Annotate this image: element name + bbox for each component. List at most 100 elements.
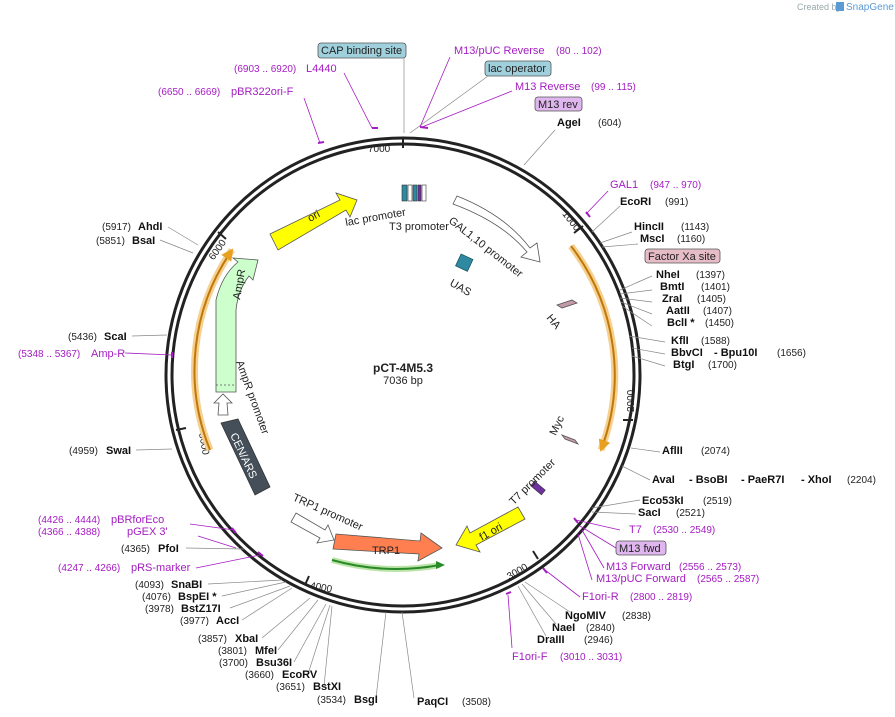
enzyme-eco53ki[interactable]: Eco53kI: [642, 495, 684, 507]
enzyme-avai[interactable]: AvaI: [652, 474, 675, 486]
primer-pbr322ori-f-pos: (6650 .. 6669): [158, 87, 220, 98]
enzyme-scai-pos: (5436): [68, 332, 97, 343]
boxed-m13-rev[interactable]: M13 rev: [534, 96, 583, 112]
enzyme-pfoi[interactable]: PfoI: [158, 543, 179, 555]
tick-3000: [532, 550, 539, 560]
enzyme-xhoi[interactable]: - XhoI: [801, 474, 832, 486]
enzyme-bsu36i[interactable]: Bsu36I: [256, 657, 292, 669]
enzyme-scai[interactable]: ScaI: [104, 331, 127, 343]
primer-gal1-pos: (947 .. 970): [650, 180, 701, 191]
enzyme-aflii[interactable]: AflII: [662, 445, 683, 457]
ampr-feature[interactable]: [215, 257, 259, 393]
enzyme-bbvci[interactable]: BbvCI: [671, 347, 703, 359]
primer-pbrforeco-pos: (4426 .. 4444): [38, 515, 100, 526]
myc-feature[interactable]: [560, 434, 580, 445]
enzyme-swai[interactable]: SwaI: [106, 445, 131, 457]
m13-rev-mark[interactable]: [417, 184, 422, 202]
enzyme-snabi[interactable]: SnaBI: [171, 579, 202, 591]
enzyme-aatii[interactable]: AatII: [666, 305, 690, 317]
trp1-promoter-feature[interactable]: [290, 512, 335, 544]
enzyme-ecori[interactable]: EcoRI: [620, 196, 651, 208]
enzyme-bmti[interactable]: BmtI: [660, 281, 684, 293]
primer-leader-lines: [124, 56, 621, 649]
enzyme-bsgi[interactable]: BsgI: [354, 694, 378, 706]
primer-prs-marker[interactable]: pRS-marker: [131, 562, 191, 574]
enzyme-paer7i[interactable]: - PaeR7I: [741, 474, 784, 486]
primer-pbr322ori-f[interactable]: pBR322ori-F: [231, 86, 294, 98]
f1-ori-label: f1 ori: [478, 521, 505, 544]
primer-m13-forward[interactable]: M13 Forward: [606, 561, 671, 573]
enzyme-agei[interactable]: AgeI: [557, 117, 581, 129]
t7-promoter-mark[interactable]: [530, 480, 546, 496]
primer-m13-puc-reverse[interactable]: M13/pUC Reverse: [454, 45, 544, 57]
enzyme-btgi[interactable]: BtgI: [673, 359, 694, 371]
primer-m13-reverse[interactable]: M13 Reverse: [515, 81, 580, 93]
primer-m13-puc-forward[interactable]: M13/pUC Forward: [596, 573, 686, 585]
snapgene-logo-icon: [836, 2, 844, 11]
primer-f1ori-r[interactable]: F1ori-R: [582, 591, 619, 603]
primer-t7[interactable]: T7: [629, 524, 642, 536]
enzyme-bstz17i[interactable]: BstZ17I: [181, 603, 221, 615]
enzyme-xbai[interactable]: XbaI: [235, 633, 258, 645]
plasmid-length: 7036 bp: [383, 375, 423, 387]
ha-feature[interactable]: [556, 299, 578, 309]
enzyme-ahdi[interactable]: AhdI: [138, 221, 162, 233]
ori-feature[interactable]: [269, 192, 358, 251]
primer-l4440[interactable]: L4440: [306, 63, 337, 75]
boxed-lac-operator[interactable]: lac operator: [484, 60, 552, 77]
trp1-feature[interactable]: [332, 532, 443, 562]
enzyme-mfei[interactable]: MfeI: [255, 645, 277, 657]
enzyme-draiii[interactable]: DraIII: [537, 634, 565, 646]
enzyme-saci[interactable]: SacI: [638, 507, 661, 519]
enzyme-ecorv[interactable]: EcoRV: [282, 669, 318, 681]
boxed-cap-binding-site[interactable]: CAP binding site: [317, 42, 407, 59]
enzyme-bstxi[interactable]: BstXI: [313, 681, 341, 693]
ampr-promoter-feature[interactable]: [213, 393, 233, 416]
myc-label: Myc: [548, 414, 568, 438]
enzyme-acci[interactable]: AccI: [216, 615, 239, 627]
boxed-m13-fwd[interactable]: M13 fwd: [615, 540, 667, 556]
enzyme-btgi-pos: (1700): [708, 360, 737, 371]
enzyme-paqci[interactable]: PaqCI: [417, 696, 448, 708]
primer-pgex-3[interactable]: pGEX 3': [127, 526, 168, 538]
enzyme-bsai[interactable]: BsaI: [132, 235, 155, 247]
cap-binding-site-mark[interactable]: [401, 184, 408, 202]
enzyme-bsai-pos: (5851): [96, 236, 125, 247]
enzyme-bcli[interactable]: BclI *: [667, 317, 695, 329]
gal1-10-promoter-feature[interactable]: [452, 195, 541, 263]
uas-feature[interactable]: [455, 253, 474, 272]
enzyme-bpu10i[interactable]: - Bpu10I: [714, 347, 757, 359]
lac-operator-mark[interactable]: [412, 184, 418, 202]
lac-promoter-mark[interactable]: [407, 184, 413, 202]
boxed-factor-xa-site[interactable]: Factor Xa site: [644, 248, 721, 264]
enzyme-ngomiv[interactable]: NgoMIV: [565, 610, 607, 622]
primer-pbrforeco[interactable]: pBRforEco: [111, 514, 164, 526]
primer-m13-puc-forward-pos: (2565 .. 2587): [697, 574, 759, 585]
primer-f1ori-f[interactable]: F1ori-F: [512, 651, 548, 663]
cen-ars-feature[interactable]: [220, 418, 271, 496]
enzyme-msci[interactable]: MscI: [640, 233, 664, 245]
f1-ori-feature[interactable]: [455, 506, 526, 553]
enzyme-acci-pos: (3977): [180, 616, 209, 627]
enzyme-kfli[interactable]: KflI: [671, 335, 689, 347]
primer-gal1[interactable]: GAL1: [610, 179, 638, 191]
primer-l4440-pos: (6903 .. 6920): [234, 64, 296, 75]
enzyme-mfei-pos: (3801): [218, 646, 247, 657]
enzyme-bcli-pos: (1450): [705, 318, 734, 329]
enzyme-bsobi[interactable]: - BsoBI: [689, 474, 728, 486]
orange-arc-right-glow: [568, 243, 619, 452]
enzyme-bstxi-pos: (3651): [276, 682, 305, 693]
enzyme-aatii-pos: (1407): [703, 306, 732, 317]
enzyme-nhei[interactable]: NheI: [656, 269, 680, 281]
enzyme-zrai-pos: (1405): [697, 294, 726, 305]
enzyme-naei[interactable]: NaeI: [552, 622, 575, 634]
primer-f1ori-r-pos: (2800 .. 2819): [630, 592, 692, 603]
enzyme-bspei-pos: (4076): [142, 592, 171, 603]
enzyme-hincii[interactable]: HincII: [634, 221, 664, 233]
gal1-10-promoter-label: GAL1,10 promoter: [446, 215, 525, 280]
enzyme-zrai[interactable]: ZraI: [662, 293, 682, 305]
enzyme-bspei[interactable]: BspEI *: [178, 591, 217, 603]
t3-promoter-mark[interactable]: [421, 184, 427, 202]
enzyme-kfli-pos: (1588): [701, 336, 730, 347]
primer-amp-r[interactable]: Amp-R: [91, 348, 125, 360]
